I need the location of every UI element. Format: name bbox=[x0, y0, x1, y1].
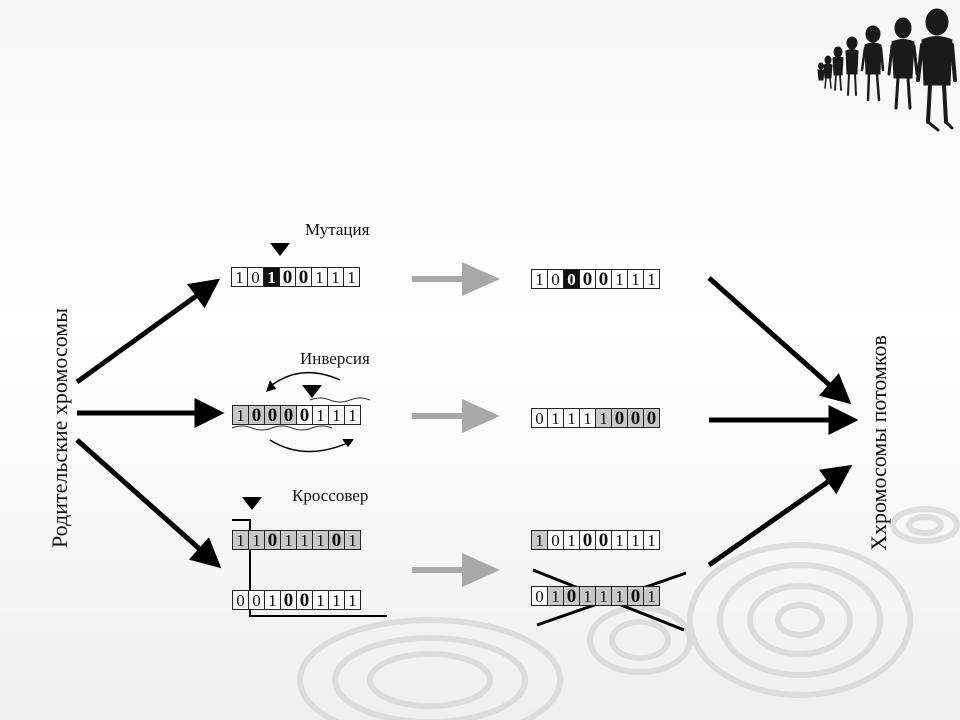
gene-cell: 1 bbox=[531, 530, 548, 550]
gene-cell: 0 bbox=[264, 530, 281, 550]
gene-cell: 0 bbox=[563, 586, 580, 606]
children-label: Ххромосомы потомков bbox=[866, 335, 891, 551]
gene-cell: 1 bbox=[611, 530, 628, 550]
gene-cell: 0 bbox=[563, 269, 580, 289]
inversion-marker bbox=[302, 385, 322, 398]
arrow-mutation-to-children bbox=[707, 276, 852, 405]
gene-cell: 1 bbox=[232, 405, 249, 425]
gene-cell: 1 bbox=[248, 530, 265, 550]
gene-cell: 1 bbox=[344, 405, 361, 425]
crossover-label: Кроссовер bbox=[292, 486, 369, 505]
gene-cell: 1 bbox=[280, 530, 297, 550]
gene-cell: 0 bbox=[232, 590, 249, 610]
gene-cell: 0 bbox=[547, 530, 564, 550]
gene-cell: 1 bbox=[563, 530, 580, 550]
gray-arrows bbox=[412, 262, 500, 587]
gene-cell: 1 bbox=[595, 586, 612, 606]
gene-cell: 0 bbox=[627, 586, 644, 606]
gene-cell: 1 bbox=[312, 405, 329, 425]
gene-cell: 1 bbox=[627, 269, 644, 289]
gene-cell: 0 bbox=[627, 408, 644, 428]
gene-cell: 0 bbox=[247, 267, 264, 287]
gene-cell: 1 bbox=[232, 530, 249, 550]
gene-cell: 1 bbox=[231, 267, 248, 287]
gene-cell: 1 bbox=[643, 586, 660, 606]
gene-cell: 0 bbox=[611, 408, 628, 428]
gene-cell: 1 bbox=[344, 590, 361, 610]
gene-cell: 0 bbox=[295, 267, 312, 287]
gene-cell: 0 bbox=[547, 269, 564, 289]
gene-cell: 1 bbox=[344, 530, 361, 550]
gene-cell: 1 bbox=[312, 530, 329, 550]
inversion-curve-top bbox=[267, 371, 341, 389]
inversion-curve-bottom bbox=[269, 439, 351, 453]
gene-cell: 0 bbox=[296, 590, 313, 610]
gene-cell: 0 bbox=[531, 586, 548, 606]
crossover-marker bbox=[242, 497, 262, 510]
gene-cell: 0 bbox=[531, 408, 548, 428]
crossover-bracket bbox=[232, 519, 387, 617]
gene-cell: 1 bbox=[296, 530, 313, 550]
gene-cell: 0 bbox=[280, 405, 297, 425]
gene-cell: 1 bbox=[595, 408, 612, 428]
gene-cell: 0 bbox=[264, 405, 281, 425]
arrow-crossover-to-children bbox=[707, 464, 853, 568]
gene-cell: 1 bbox=[643, 530, 660, 550]
parents-label: Родительские хромосомы bbox=[47, 307, 72, 548]
gene-cell: 1 bbox=[328, 405, 345, 425]
gene-cell: 1 bbox=[547, 586, 564, 606]
gene-cell: 1 bbox=[531, 269, 548, 289]
mutation-marker bbox=[270, 243, 290, 256]
gene-cell: 1 bbox=[611, 269, 628, 289]
gene-cell: 1 bbox=[311, 267, 328, 287]
gene-cell: 1 bbox=[579, 586, 596, 606]
gene-cell: 1 bbox=[312, 590, 329, 610]
inversion-label: Инверсия bbox=[300, 349, 370, 368]
arrow-to-mutation bbox=[75, 278, 221, 385]
gene-cell: 1 bbox=[547, 408, 564, 428]
gene-cell: 1 bbox=[627, 530, 644, 550]
gene-cell: 1 bbox=[264, 590, 281, 610]
gene-cell: 0 bbox=[296, 405, 313, 425]
gene-cell: 1 bbox=[611, 586, 628, 606]
gene-cell: 0 bbox=[328, 530, 345, 550]
gene-cell: 1 bbox=[579, 408, 596, 428]
mutation-label: Мутация bbox=[305, 220, 370, 239]
gene-cell: 1 bbox=[563, 408, 580, 428]
gene-cell: 0 bbox=[579, 269, 596, 289]
gene-cell: 1 bbox=[263, 267, 280, 287]
gene-cell: 1 bbox=[327, 267, 344, 287]
gene-cell: 0 bbox=[595, 269, 612, 289]
gene-cell: 0 bbox=[248, 405, 265, 425]
gene-cell: 0 bbox=[248, 590, 265, 610]
gene-cell: 0 bbox=[595, 530, 612, 550]
gene-cell: 0 bbox=[643, 408, 660, 428]
gene-cell: 0 bbox=[280, 590, 297, 610]
gene-cell: 0 bbox=[279, 267, 296, 287]
gene-cell: 1 bbox=[343, 267, 360, 287]
gene-cell: 0 bbox=[579, 530, 596, 550]
gene-cell: 1 bbox=[328, 590, 345, 610]
gene-cell: 1 bbox=[643, 269, 660, 289]
arrow-to-crossover bbox=[75, 438, 222, 569]
